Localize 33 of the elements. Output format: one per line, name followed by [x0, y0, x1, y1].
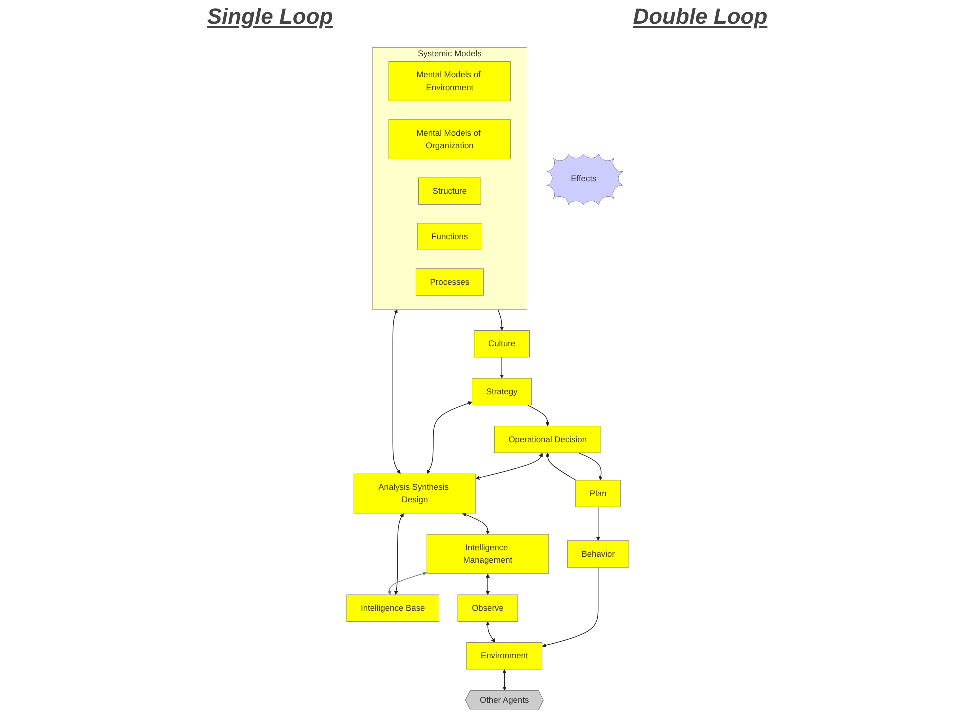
node-box: Observe [457, 594, 518, 622]
arrow [485, 574, 490, 596]
node-box: Operational Decision [494, 426, 601, 454]
arrow [387, 572, 427, 596]
arrow [502, 670, 506, 691]
node-box: Functions [416, 223, 482, 250]
arrow [578, 452, 603, 481]
loop-label: Single Loop [207, 4, 334, 30]
loop-label: Double Loop [633, 4, 768, 30]
node-box: Behavior [566, 540, 629, 568]
arrow [426, 402, 472, 474]
node-box: Intelligence Base [346, 594, 440, 622]
node-box: Processes [415, 268, 484, 296]
arrow [485, 622, 496, 643]
node-box: Mental Models of Environment [388, 62, 511, 102]
arrow [500, 357, 504, 379]
arrow [542, 567, 598, 648]
arrow [475, 453, 543, 480]
node-box: Strategy [472, 378, 532, 406]
node-box: Intelligence Management [426, 534, 549, 574]
node-box: Plan [575, 480, 621, 508]
arrow [545, 452, 576, 481]
arrow [526, 404, 550, 426]
node-box: Culture [474, 330, 530, 358]
arrow [497, 309, 504, 331]
arrow [462, 513, 490, 535]
arrow [392, 309, 400, 474]
arrow [394, 513, 404, 596]
node-box: Structure [418, 178, 481, 205]
node-box: Environment [466, 642, 542, 670]
node-box: Mental Models of Organization [388, 120, 511, 160]
node-box: Analysis Synthesis Design [353, 474, 476, 514]
arrow [596, 506, 600, 542]
